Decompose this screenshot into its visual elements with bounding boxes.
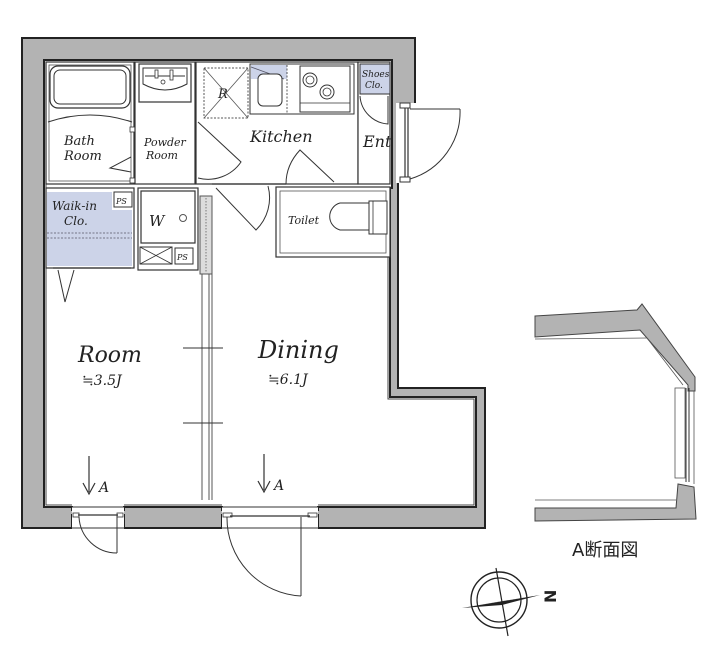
dining-window-door[interactable] [222, 506, 318, 597]
washer-area: W PS [137, 187, 199, 271]
walk-in-closet-label: Waik-in [52, 199, 97, 213]
powder-room-label-2: Room [145, 149, 178, 162]
north-label: N [541, 590, 560, 603]
washer-label: W [149, 212, 166, 230]
refrigerator-icon: R [203, 67, 249, 119]
section-a-title: A断面図 [572, 540, 638, 561]
dining: Dining ≒6.1J [257, 336, 339, 388]
section-marker-room: A [82, 456, 109, 496]
toilet-label: Toilet [288, 214, 320, 227]
shoes-closet [359, 63, 391, 95]
powder-room-label: Powder [143, 136, 187, 149]
north-arrow-icon: N [462, 567, 560, 637]
dining-label: Dining [257, 336, 339, 364]
bath-room-label: Bath [63, 134, 95, 149]
bathtub-icon [49, 65, 131, 109]
section-a-view: A断面図 [534, 303, 697, 561]
kitchen: R Kitchen [195, 61, 359, 185]
stove-icon [299, 65, 351, 113]
entrance-label: Ent [362, 132, 392, 151]
svg-text:A: A [272, 478, 284, 494]
bath-room: Bath Room [45, 61, 137, 185]
svg-text:A: A [97, 480, 109, 496]
partition-wall [183, 195, 223, 500]
dining-door[interactable] [212, 183, 286, 231]
powder-room: Powder Room [134, 61, 196, 185]
toilet-bowl-icon [329, 200, 388, 235]
washbasin-icon [138, 63, 192, 103]
dining-size: ≒6.1J [268, 372, 309, 388]
fridge-mark: R [217, 87, 228, 102]
pipe-space-2 [174, 247, 194, 265]
entrance-door[interactable] [396, 102, 461, 183]
walk-in-closet: Waik-in Clo. PS [45, 187, 135, 303]
pipe-space-1 [113, 191, 133, 208]
walk-in-closet-label-2: Clo. [64, 214, 88, 228]
room: Room ≒3.5J [77, 343, 142, 389]
section-marker-dining: A [257, 454, 284, 494]
svg-text:PS: PS [176, 253, 188, 262]
toilet: Toilet [275, 186, 391, 258]
bath-room-label-2: Room [63, 149, 102, 164]
shoes-closet-label-2: Clo. [365, 81, 383, 91]
room-window-door[interactable] [72, 506, 124, 554]
kitchen-label: Kitchen [249, 127, 313, 146]
svg-text:PS: PS [115, 197, 127, 206]
room-label: Room [77, 343, 142, 368]
entrance: Shoes Clo. Ent [357, 61, 392, 185]
shoes-closet-label: Shoes [362, 70, 390, 80]
kitchen-sink-icon [250, 65, 288, 113]
room-size: ≒3.5J [82, 373, 123, 389]
